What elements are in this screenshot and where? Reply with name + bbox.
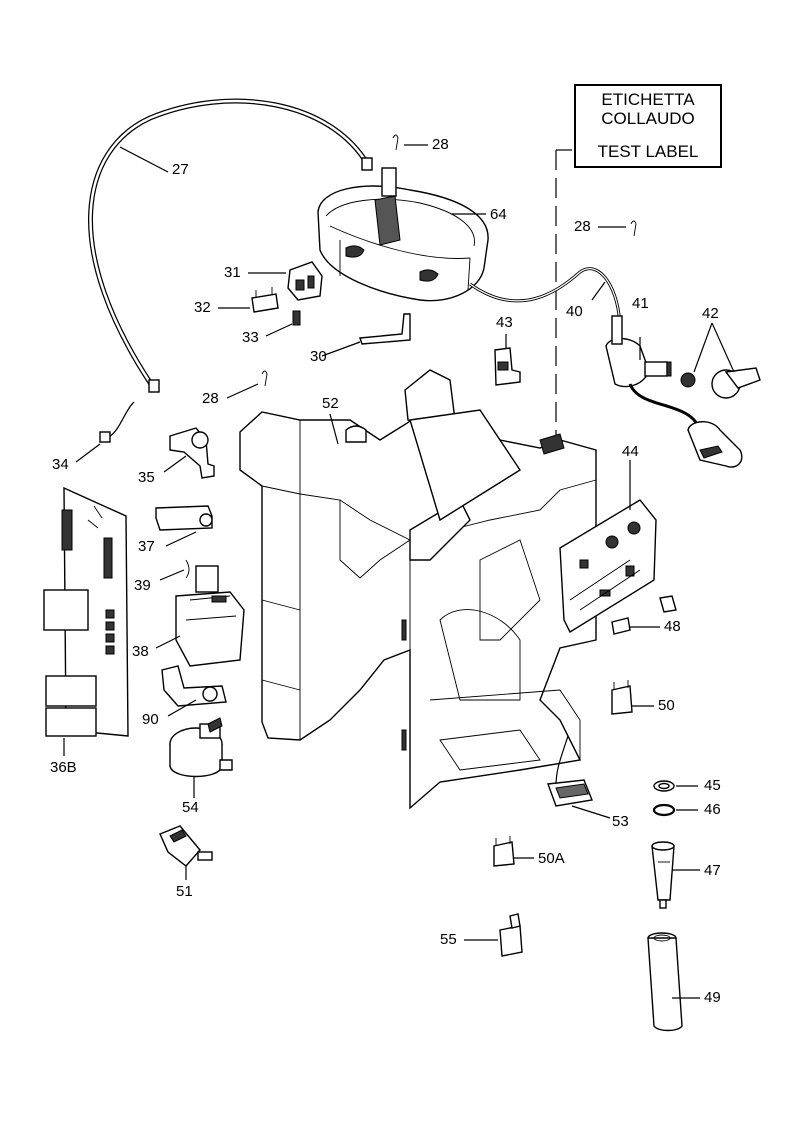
- callout-42: 42: [702, 305, 719, 322]
- part-42: [680, 367, 761, 399]
- part-35: [169, 427, 215, 479]
- flowmeter-54: [169, 717, 233, 778]
- callout-64: 64: [490, 206, 507, 223]
- part-50A: [493, 841, 515, 867]
- callout-49: 49: [704, 989, 721, 1006]
- leader-28c: [226, 383, 259, 399]
- pcb-36B: [43, 486, 129, 737]
- leader-34: [75, 443, 101, 463]
- leader-42b: [711, 322, 735, 373]
- callout-41: 41: [632, 295, 649, 312]
- callout-90: 90: [142, 711, 159, 728]
- part-48: [611, 617, 631, 635]
- callout-39: 39: [134, 577, 151, 594]
- leader-30: [321, 341, 361, 357]
- part-51: [159, 825, 213, 867]
- part-37: [155, 505, 213, 531]
- nozzle-47: [651, 841, 675, 909]
- callout-34: 34: [52, 456, 69, 473]
- test-label-line3: TEST LABEL: [597, 142, 699, 161]
- part-34: [99, 401, 135, 443]
- callout-40: 40: [566, 303, 583, 320]
- callout-54: 54: [182, 799, 199, 816]
- callout-35: 35: [138, 469, 155, 486]
- leader-42a: [693, 322, 713, 373]
- callout-28a: 28: [432, 136, 449, 153]
- clip-28c: [261, 370, 268, 387]
- callout-38: 38: [132, 643, 149, 660]
- callout-46: 46: [704, 801, 721, 818]
- tube-49: [647, 932, 683, 1032]
- part-32: [251, 287, 279, 313]
- leader-39: [159, 569, 185, 581]
- hose-27-end-bottom: [148, 379, 160, 393]
- callout-55: 55: [440, 931, 457, 948]
- leader-52: [329, 413, 339, 445]
- callout-36B: 36B: [50, 759, 77, 776]
- leader-33: [265, 323, 293, 337]
- washer-46: [652, 803, 676, 817]
- callout-52: 52: [322, 395, 339, 412]
- frame-52: [239, 369, 597, 810]
- part-90: [161, 665, 227, 707]
- callout-31: 31: [224, 264, 241, 281]
- part-31: [287, 261, 323, 301]
- callout-47: 47: [704, 862, 721, 879]
- spring-33: [292, 310, 301, 326]
- callout-44: 44: [622, 443, 639, 460]
- hose-27-end-top: [361, 157, 373, 171]
- clip-28a: [392, 134, 399, 151]
- part-53: [547, 735, 593, 807]
- test-label-line2: COLLAUDO: [601, 109, 695, 128]
- callout-51: 51: [176, 883, 193, 900]
- part-30: [359, 313, 411, 345]
- test-label-box: ETICHETTA COLLAUDO TEST LABEL: [574, 84, 722, 168]
- leader-53: [571, 805, 611, 819]
- leader-37: [165, 531, 197, 547]
- part-55: [499, 925, 523, 957]
- part-43: [494, 347, 521, 386]
- callout-27: 27: [172, 161, 189, 178]
- callout-33: 33: [242, 329, 259, 346]
- valve-41: [605, 315, 743, 468]
- leader-90: [167, 699, 197, 717]
- leader-38: [155, 635, 181, 649]
- test-label-line1: ETICHETTA: [601, 90, 695, 109]
- part-39: [185, 559, 190, 579]
- pump-38: [175, 565, 245, 667]
- callout-28c: 28: [202, 390, 219, 407]
- boiler-64: [317, 167, 489, 302]
- leader-40: [591, 281, 606, 301]
- callout-50: 50: [658, 697, 675, 714]
- callout-50A: 50A: [538, 850, 565, 867]
- callout-37: 37: [138, 538, 155, 555]
- clip-28b: [630, 220, 637, 237]
- callout-28b: 28: [574, 218, 591, 235]
- part-50: [611, 685, 633, 715]
- callout-32: 32: [194, 299, 211, 316]
- callout-30: 30: [310, 348, 327, 365]
- callout-48: 48: [664, 618, 681, 635]
- callout-43: 43: [496, 314, 513, 331]
- callout-53: 53: [612, 813, 629, 830]
- leader-27: [119, 146, 169, 173]
- tube-40: [469, 267, 622, 331]
- leader-35: [163, 455, 187, 473]
- callout-45: 45: [704, 777, 721, 794]
- pcb-44: [559, 499, 657, 633]
